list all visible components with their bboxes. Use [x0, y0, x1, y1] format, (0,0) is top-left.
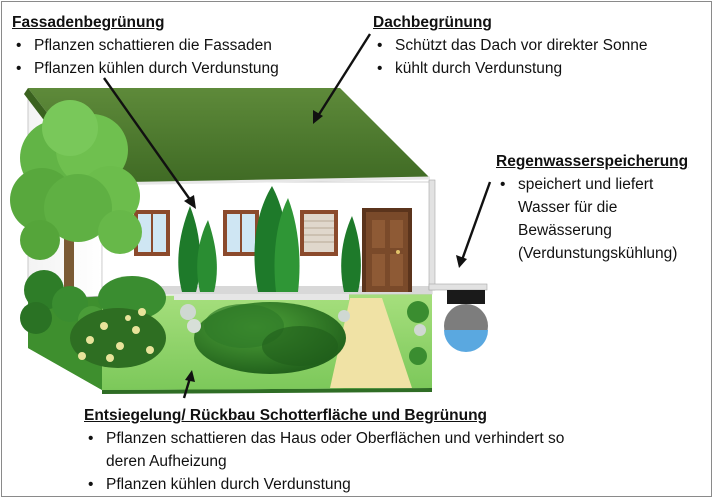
water-tank [444, 290, 488, 352]
arrow-regen [456, 181, 492, 268]
tree [10, 100, 142, 310]
dach-item: Schützt das Dach vor direkter Sonne [373, 34, 693, 57]
rainwater-downpipe [428, 179, 488, 291]
small-plants [180, 301, 429, 365]
facade-conifers [178, 186, 361, 292]
label-fassadenbegruenung: Fassadenbegrünung Pflanzen schattieren d… [12, 11, 342, 80]
fassade-item: Pflanzen schattieren die Fassaden [12, 34, 342, 57]
window-left [134, 210, 170, 256]
entsiegelung-item: Pflanzen kühlen durch Verdunstung [84, 473, 584, 496]
windows [134, 210, 338, 256]
fassade-item: Pflanzen kühlen durch Verdunstung [12, 57, 342, 80]
door [362, 208, 412, 292]
entsiegelung-item: Pflanzen schattieren das Haus oder Oberf… [84, 427, 584, 473]
label-entsiegelung: Entsiegelung/ Rückbau Schotterfläche und… [84, 404, 584, 496]
gravel-strip [174, 294, 349, 300]
regen-title: Regenwasserspeicherung [496, 153, 689, 170]
arrow-fassade [103, 77, 196, 209]
window-middle [223, 210, 259, 256]
regen-item: speichert und liefert Wasser für die Bew… [496, 173, 706, 265]
fassade-title: Fassadenbegrünung [12, 14, 165, 31]
hedge-bush [194, 302, 346, 374]
arrow-dach [313, 33, 372, 124]
label-dachbegruenung: Dachbegrünung Schützt das Dach vor direk… [373, 11, 693, 80]
entsiegelung-title: Entsiegelung/ Rückbau Schotterfläche und… [84, 407, 488, 424]
arrow-entsiegelung [182, 370, 195, 399]
garden-path [330, 298, 412, 388]
dach-item: kühlt durch Verdunstung [373, 57, 693, 80]
arrows [103, 33, 492, 399]
dach-title: Dachbegrünung [373, 14, 492, 31]
label-regenwasserspeicherung: Regenwasserspeicherung speichert und lie… [496, 150, 706, 265]
window-right [300, 210, 338, 256]
flowering-shrub [70, 276, 166, 368]
